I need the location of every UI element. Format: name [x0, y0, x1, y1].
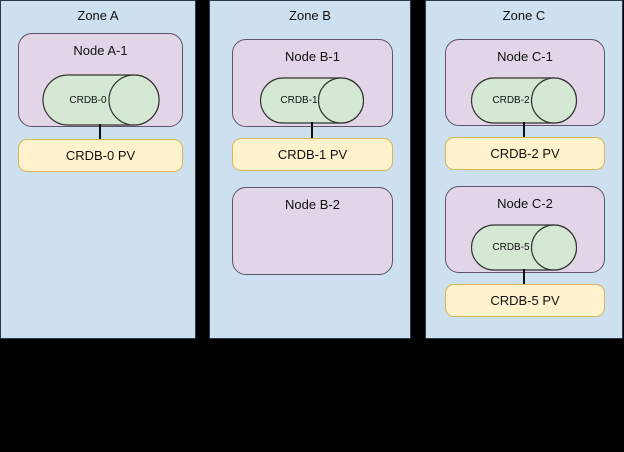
node-a-1-title: Node A-1	[73, 43, 128, 58]
zone-c[interactable]: Zone C Node C-1 CRDB-2 CRDB-2 PV Node C-…	[425, 0, 623, 339]
pv-crdb-2[interactable]: CRDB-2 PV	[445, 137, 605, 170]
pv-crdb-1[interactable]: CRDB-1 PV	[232, 138, 393, 171]
node-b-2-title: Node B-2	[285, 197, 340, 212]
database-crdb-1[interactable]: CRDB-1	[260, 77, 364, 124]
zone-c-title: Zone C	[502, 8, 546, 23]
zone-a[interactable]: Zone A Node A-1 CRDB-0 CRDB-0 PV	[0, 0, 196, 339]
database-crdb-0[interactable]: CRDB-0	[42, 74, 160, 126]
zone-b[interactable]: Zone B Node B-1 CRDB-1 CRDB-1 PV Node B-…	[209, 0, 411, 339]
pv-crdb-0[interactable]: CRDB-0 PV	[18, 139, 183, 172]
pv-crdb-2-label: CRDB-2 PV	[490, 146, 560, 161]
node-c-1-title: Node C-1	[497, 49, 553, 64]
connector-node-b-1-to-pv	[311, 122, 313, 139]
connector-node-a-1-to-pv	[99, 124, 101, 140]
zone-a-title: Zone A	[77, 8, 119, 23]
database-crdb-2[interactable]: CRDB-2	[471, 77, 577, 124]
connector-node-c-1-to-pv	[523, 122, 525, 138]
connector-node-c-2-to-pv	[523, 269, 525, 285]
pv-crdb-1-label: CRDB-1 PV	[277, 147, 348, 162]
pv-crdb-0-label: CRDB-0 PV	[65, 148, 136, 163]
pv-crdb-5[interactable]: CRDB-5 PV	[445, 284, 605, 317]
zone-b-title: Zone B	[289, 8, 331, 23]
database-crdb-5[interactable]: CRDB-5	[471, 224, 577, 271]
node-b-1-title: Node B-1	[285, 49, 340, 64]
node-b-2[interactable]: Node B-2	[232, 187, 393, 275]
pv-crdb-5-label: CRDB-5 PV	[490, 293, 560, 308]
node-c-2-title: Node C-2	[497, 196, 553, 211]
